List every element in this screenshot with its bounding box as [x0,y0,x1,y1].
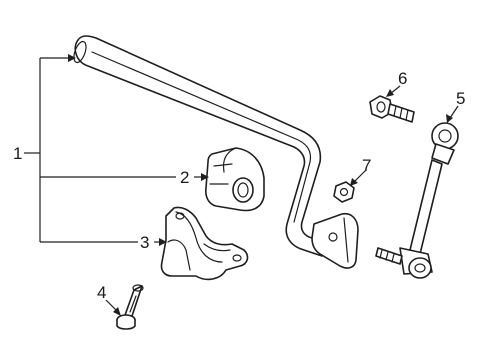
callout-6: 6 [398,69,407,88]
callout-5: 5 [456,89,465,108]
link-nut [333,181,355,203]
link-bolt [369,95,415,123]
callout-1: 1 [13,144,22,163]
stabilizer-link [375,122,459,279]
stabilizer-bar [73,35,359,269]
bushing-clamp [160,206,249,281]
leader-lines [24,54,459,316]
callout-7: 7 [362,156,371,175]
clamp-bolt [116,284,144,330]
callout-2: 2 [180,168,189,187]
callout-3: 3 [140,233,149,252]
bushing [205,147,265,212]
callout-4: 4 [97,283,106,302]
